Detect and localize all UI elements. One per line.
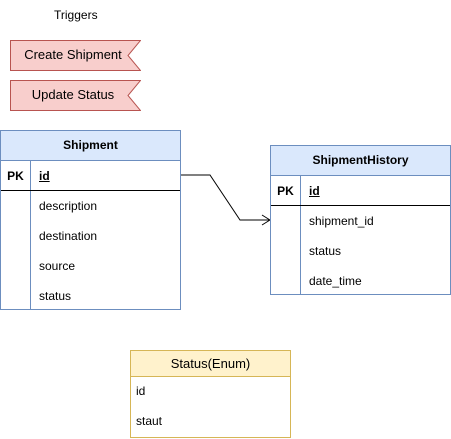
pk-column-divider xyxy=(271,206,301,294)
triggers-label: Triggers xyxy=(54,8,98,22)
table-row[interactable]: description xyxy=(1,191,180,221)
table-row[interactable]: date_time xyxy=(271,266,450,296)
enum-item: staut xyxy=(136,414,163,428)
crows-foot-lower xyxy=(261,219,271,226)
table-row[interactable]: source xyxy=(1,251,180,281)
field-label: description xyxy=(39,199,98,213)
pk-label: PK xyxy=(271,176,301,205)
pk-field: id xyxy=(309,183,320,198)
table-row[interactable]: status xyxy=(1,281,180,311)
status-enum-title: Status(Enum) xyxy=(131,351,290,377)
shipment-table[interactable]: Shipment PK id description destination s… xyxy=(0,130,181,310)
table-row[interactable]: destination xyxy=(1,221,180,251)
field-label: status xyxy=(39,289,72,303)
enum-item: id xyxy=(136,384,146,398)
status-enum-table[interactable]: Status(Enum) id staut xyxy=(130,350,291,438)
field-label: status xyxy=(309,244,342,258)
trigger-label: Update Status xyxy=(31,87,115,102)
pk-field: id xyxy=(39,168,50,183)
shipment-pk-row[interactable]: PK id xyxy=(1,161,180,191)
pk-column-divider xyxy=(1,191,31,309)
trigger-create-shipment[interactable]: Create Shipment xyxy=(10,40,141,71)
field-label: source xyxy=(39,259,76,273)
shipment-table-title: Shipment xyxy=(1,131,180,161)
trigger-label: Create Shipment xyxy=(24,47,122,62)
shipment-history-table[interactable]: ShipmentHistory PK id shipment_id status… xyxy=(270,145,451,295)
crows-foot-upper xyxy=(261,214,271,221)
trigger-flag-shape xyxy=(10,80,141,111)
table-row[interactable]: shipment_id xyxy=(271,206,450,236)
trigger-flag-shape xyxy=(10,40,141,71)
table-row[interactable]: status xyxy=(271,236,450,266)
field-label: destination xyxy=(39,229,98,243)
shipment-history-pk-row[interactable]: PK id xyxy=(271,176,450,206)
field-label: date_time xyxy=(309,274,362,288)
shipment-history-table-title: ShipmentHistory xyxy=(271,146,450,176)
trigger-update-status[interactable]: Update Status xyxy=(10,80,141,111)
field-label: shipment_id xyxy=(309,214,374,228)
pk-label: PK xyxy=(1,161,31,190)
